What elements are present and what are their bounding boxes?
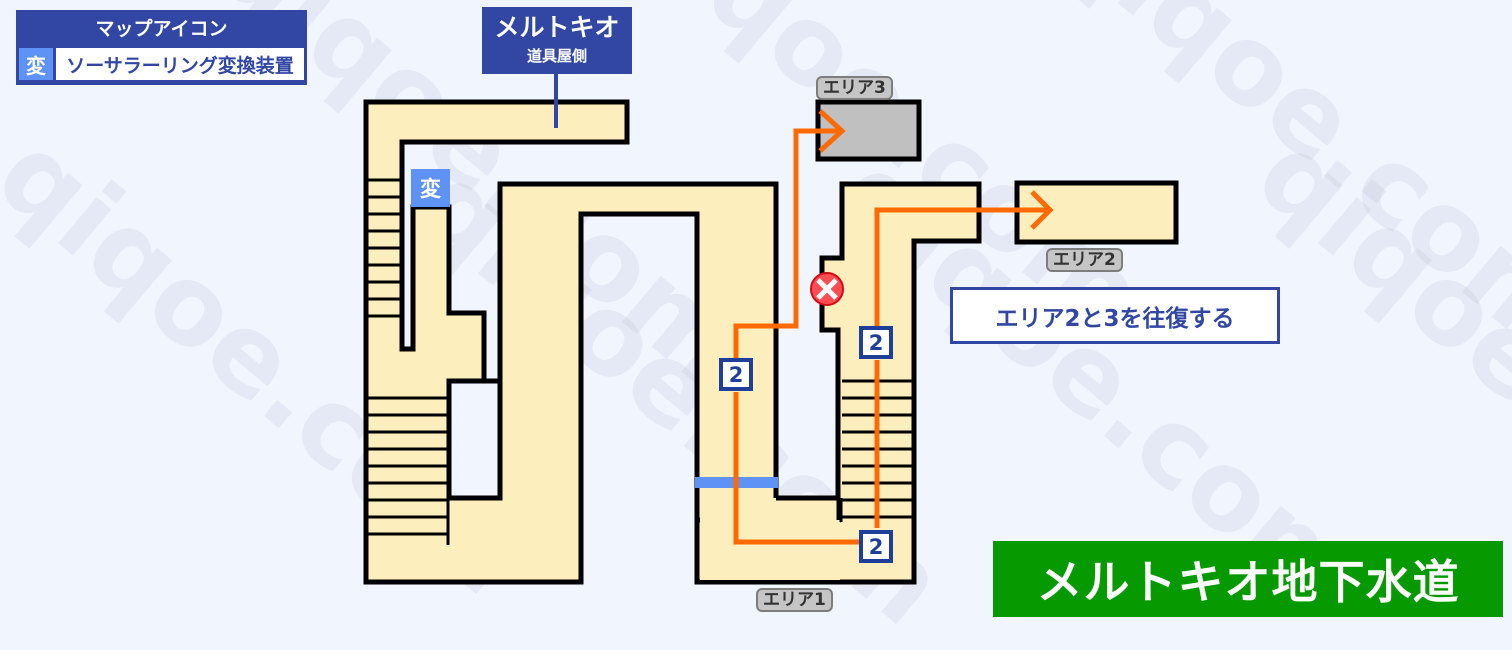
route-lines <box>733 109 1054 545</box>
legend-item-label: ソーサラーリング変換装置 <box>56 48 304 80</box>
entrance-name: メルトキオ <box>494 13 620 42</box>
area-tag-3: エリア3 <box>816 76 893 100</box>
map-legend: マップアイコン 変 ソーサラーリング変換装置 <box>16 10 307 85</box>
left-inner-gap <box>446 378 503 501</box>
legend-title: マップアイコン <box>95 18 228 40</box>
area2-room[interactable] <box>1014 180 1179 245</box>
map-title: メルトキオ地下水道 <box>993 541 1503 617</box>
bottom-connector-floor <box>700 498 840 580</box>
converter-icon[interactable]: 変 <box>411 169 450 207</box>
stair-number-marker[interactable]: 2 <box>859 326 893 359</box>
route-note: エリア2と3を往復する <box>950 287 1280 344</box>
left-section-floor <box>363 99 841 585</box>
stairs-left-upper <box>368 178 400 318</box>
area-tag-2: エリア2 <box>1046 248 1123 272</box>
stair-number-marker[interactable]: 2 <box>719 358 753 391</box>
converter-icon: 変 <box>19 48 53 80</box>
stair-number-marker[interactable]: 2 <box>859 530 893 563</box>
entrance-label[interactable]: メルトキオ 道具屋側 <box>482 7 632 74</box>
dungeon-map <box>363 74 1179 585</box>
entrance-sub: 道具屋側 <box>526 47 587 65</box>
area-tag-1: エリア1 <box>756 588 833 612</box>
blocked-x-icon <box>810 272 844 306</box>
stairs-left-lower <box>368 396 450 545</box>
legend-item: 変 ソーサラーリング変換装置 <box>17 48 306 82</box>
